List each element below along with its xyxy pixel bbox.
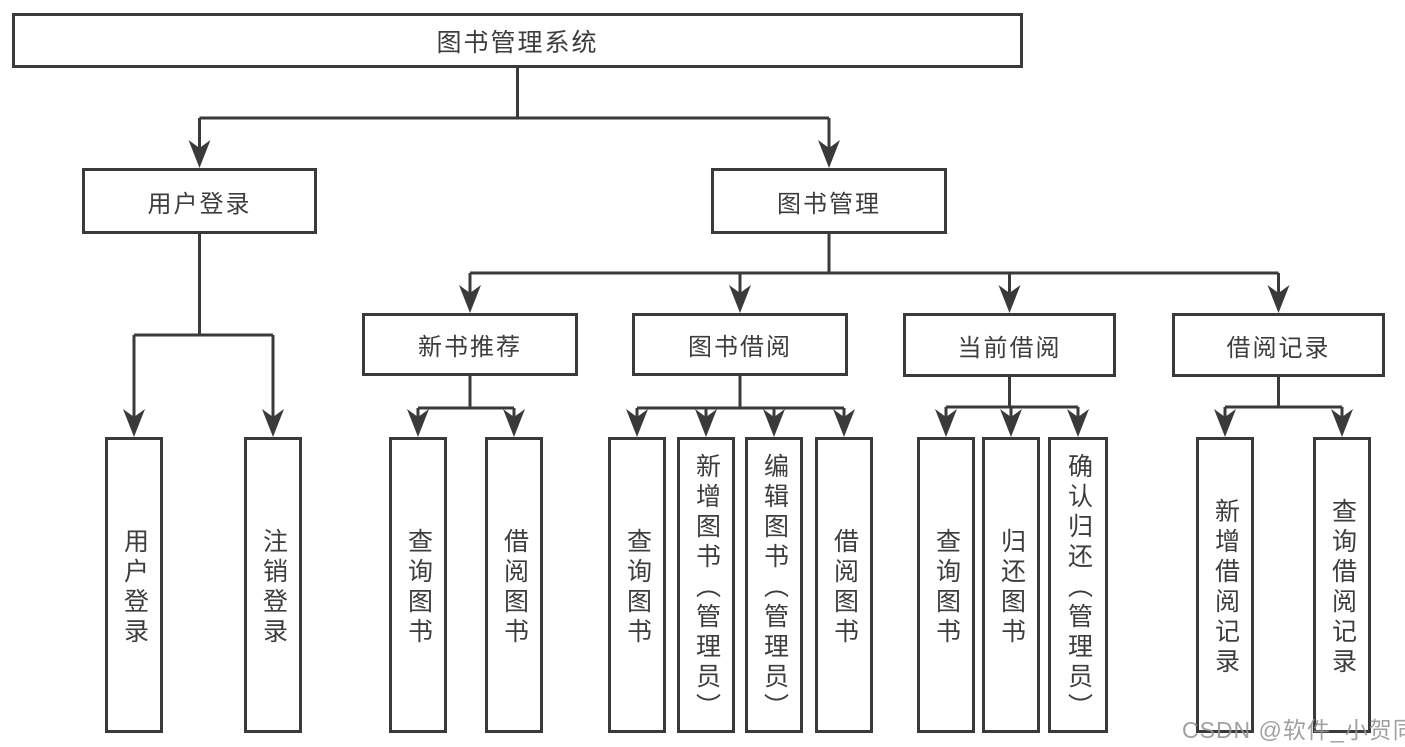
leaf-borrow-books-borrow: 借阅图书 (815, 437, 873, 733)
node-label: 用户登录 (147, 190, 252, 218)
leaf-user-login: 用户登录 (105, 437, 163, 733)
leaf-label: 查询图书 (623, 527, 652, 648)
leaf-label: 新增借阅记录 (1211, 497, 1240, 678)
leaf-confirm-return-admin: 确认归还（管理员） (1048, 437, 1108, 733)
node-borrowing-records: 借阅记录 (1172, 313, 1385, 377)
node-book-borrowing: 图书借阅 (632, 313, 848, 376)
leaf-label: 新增图书（管理员） (692, 452, 721, 723)
node-label: 图书借阅 (688, 334, 792, 361)
node-label: 图书管理系统 (436, 28, 599, 57)
leaf-add-borrow-record: 新增借阅记录 (1196, 437, 1254, 733)
leaf-label: 注销登录 (259, 527, 288, 648)
watermark: CSDN @软件_小贺同学 (1182, 717, 1405, 743)
leaf-return-book: 归还图书 (982, 437, 1040, 733)
leaf-borrow-books-recommend: 借阅图书 (485, 437, 543, 733)
leaf-label: 确认归还（管理员） (1064, 452, 1093, 723)
leaf-label: 借阅图书 (500, 527, 529, 648)
leaf-query-borrow-record: 查询借阅记录 (1313, 437, 1371, 733)
node-library-management-system: 图书管理系统 (12, 13, 1023, 68)
leaf-label: 查询借阅记录 (1328, 497, 1357, 678)
leaf-label: 归还图书 (997, 527, 1026, 648)
arrowheads (123, 140, 1353, 437)
leaf-add-book-admin: 新增图书（管理员） (677, 437, 735, 733)
leaf-query-books-recommend: 查询图书 (389, 437, 447, 733)
leaf-label: 用户登录 (120, 527, 149, 648)
leaf-label: 借阅图书 (830, 527, 859, 648)
node-label: 图书管理 (777, 190, 881, 218)
node-label: 新书推荐 (418, 334, 522, 361)
leaf-query-books-borrow: 查询图书 (608, 437, 666, 733)
node-label: 当前借阅 (957, 334, 1062, 362)
leaf-label: 查询图书 (404, 527, 433, 648)
leaf-query-books-current: 查询图书 (917, 437, 975, 733)
node-current-borrowing: 当前借阅 (903, 313, 1116, 377)
leaf-label: 编辑图书（管理员） (760, 452, 789, 723)
node-user-login: 用户登录 (82, 168, 317, 234)
leaf-label: 查询图书 (932, 527, 961, 648)
node-new-book-recommendation: 新书推荐 (362, 313, 578, 376)
node-label: 借阅记录 (1226, 334, 1331, 362)
leaf-edit-book-admin: 编辑图书（管理员） (745, 437, 803, 733)
leaf-logout: 注销登录 (244, 437, 302, 733)
node-book-management: 图书管理 (711, 168, 947, 234)
